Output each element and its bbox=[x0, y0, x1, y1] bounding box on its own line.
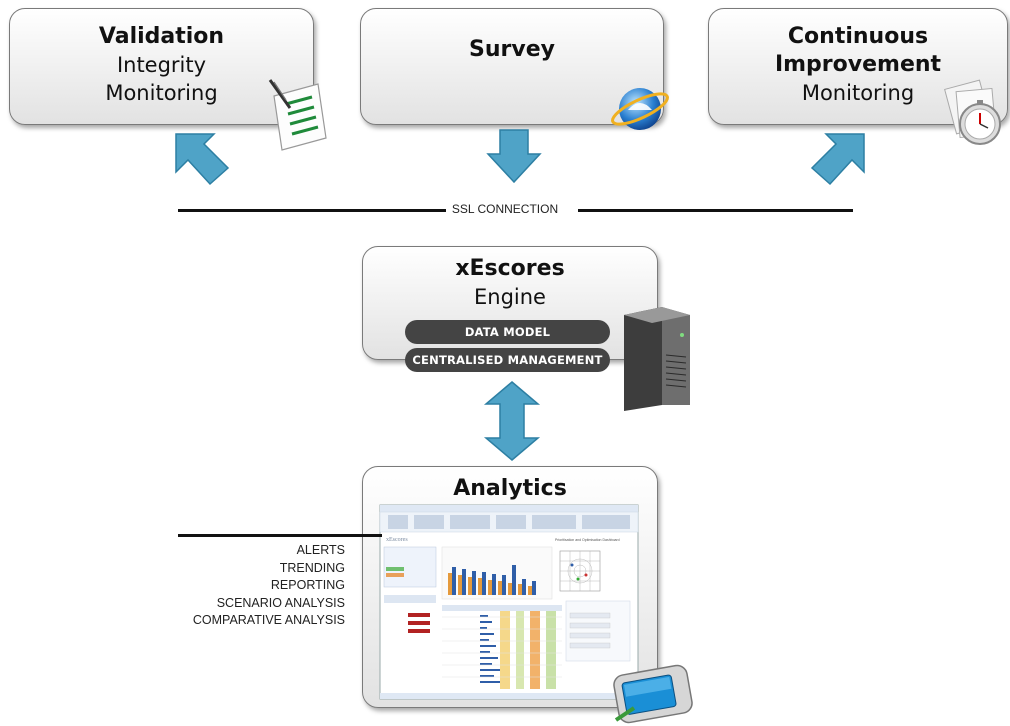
survey-title: Survey bbox=[469, 37, 555, 62]
engine-title: xEscores bbox=[455, 256, 565, 281]
feature-alerts: ALERTS bbox=[296, 543, 345, 557]
continuous-title-2: Improvement bbox=[774, 52, 942, 77]
browser-globe-icon bbox=[611, 88, 669, 130]
dashboard-title: Prioritisation and Optimisation Dashboar… bbox=[555, 538, 620, 542]
validation-line-1: Integrity bbox=[116, 53, 207, 77]
validation-up-arrow bbox=[175, 133, 230, 186]
feature-comparative-analysis: COMPARATIVE ANALYSIS bbox=[192, 613, 345, 627]
stopwatch-icon bbox=[944, 79, 1001, 145]
ssl-connection-label-wrap: SSL CONNECTION bbox=[0, 202, 1010, 216]
analytics-title: Analytics bbox=[453, 476, 567, 501]
ssl-connection-label: SSL CONNECTION bbox=[445, 202, 565, 216]
survey-box: Survey bbox=[360, 8, 664, 125]
continuous-up-arrow bbox=[810, 133, 865, 186]
validation-line-2: Monitoring bbox=[105, 81, 218, 105]
ssl-connection-line-right bbox=[578, 209, 853, 212]
feature-trending: TRENDING bbox=[279, 560, 345, 575]
validation-box: Validation Integrity Monitoring bbox=[9, 8, 314, 125]
engine-analytics-double-arrow bbox=[483, 381, 541, 461]
survey-down-arrow bbox=[486, 129, 542, 184]
dashboard-screenshot: xEscores Prioritisation and Optimisation… bbox=[379, 504, 639, 700]
feature-reporting: REPORTING bbox=[270, 578, 345, 592]
analytics-connection-line bbox=[178, 534, 382, 537]
feature-scenario-analysis: SCENARIO ANALYSIS bbox=[216, 595, 345, 610]
engine-sub: Engine bbox=[474, 285, 546, 309]
validation-title: Validation bbox=[98, 24, 225, 49]
continuous-title-1: Continuous bbox=[787, 24, 929, 49]
data-model-pill: DATA MODEL bbox=[405, 320, 610, 344]
centralised-management-pill: CENTRALISED MANAGEMENT bbox=[405, 348, 610, 372]
tablet-icon bbox=[613, 664, 693, 724]
dashboard-logo: xEscores bbox=[386, 537, 408, 543]
checklist-icon bbox=[268, 79, 327, 151]
analytics-feature-list: ALERTS TRENDING REPORTING SCENARIO ANALY… bbox=[193, 542, 345, 630]
server-icon bbox=[624, 307, 690, 411]
continuous-sub: Monitoring bbox=[801, 81, 915, 105]
ssl-connection-line-left bbox=[178, 209, 448, 212]
